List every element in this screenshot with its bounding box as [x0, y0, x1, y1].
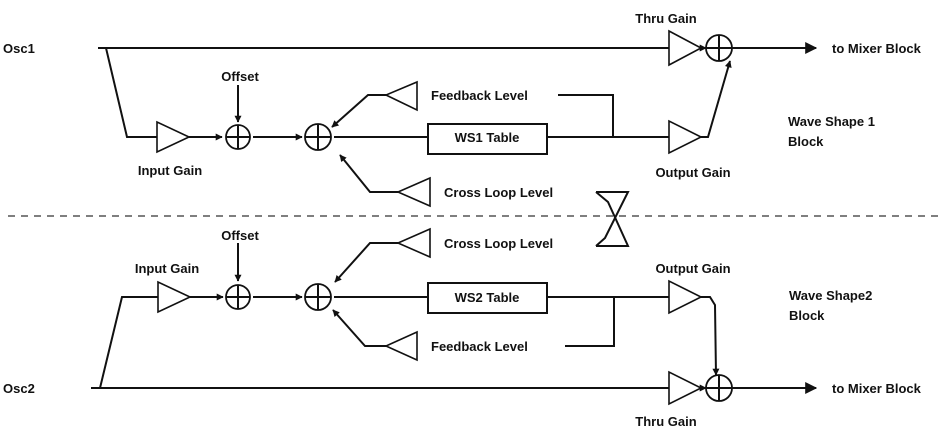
osc2-label: Osc2	[3, 381, 35, 396]
feedback-level-2-label: Feedback Level	[431, 339, 528, 354]
thru-gain-2-triangle	[668, 370, 703, 406]
output-gain-2-label: Output Gain	[655, 261, 730, 276]
output-sum-1-icon	[705, 34, 733, 62]
osc2-to-input-gain-line	[99, 296, 158, 389]
output-gain-1-label: Output Gain	[655, 165, 730, 180]
offset-sum-1-icon	[225, 124, 251, 150]
feedback-level-1-triangle	[384, 80, 418, 112]
cross-loop-level-1-label: Cross Loop Level	[444, 185, 553, 200]
block-name-2-line1: Wave Shape2	[789, 288, 872, 303]
cross-loop-level-1-triangle	[396, 176, 431, 208]
osc1-label: Osc1	[3, 41, 35, 56]
block-name-2-line2: Block	[789, 308, 825, 323]
output-gain-2-triangle	[668, 279, 703, 315]
input-gain-1-triangle	[156, 120, 191, 154]
cross-loop-1-return	[339, 154, 398, 193]
output-sum-2-icon	[705, 374, 733, 402]
cross-loop-2-return	[334, 242, 398, 283]
cross-loop-2-wire	[595, 191, 630, 247]
ws2-table-box	[427, 282, 548, 314]
block-name-1-line2: Block	[788, 134, 824, 149]
ws1-table-label: WS1 Table	[455, 130, 520, 145]
osc1-to-input-gain-line	[105, 47, 157, 138]
feedback-level-1-label: Feedback Level	[431, 88, 528, 103]
offset-sum-2-icon	[225, 284, 251, 310]
feedback-sum-1-icon	[304, 123, 332, 151]
cross-loop-level-2-triangle	[396, 227, 431, 259]
output-gain-2-to-output-sum	[701, 296, 720, 376]
feedback-level-2-triangle	[384, 330, 418, 362]
offset-1-label: Offset	[221, 69, 259, 84]
thru-gain-1-triangle	[668, 29, 703, 67]
offset-2-label: Offset	[221, 228, 259, 243]
block-name-1-line1: Wave Shape 1	[788, 114, 875, 129]
feedback-sum-2-icon	[304, 283, 332, 311]
output-gain-1-triangle	[668, 119, 703, 155]
thru-gain-1-label: Thru Gain	[635, 11, 696, 26]
wave-shape-1-block: Osc1 Thru Gain to Mixer Block Offset Fee…	[3, 11, 922, 247]
wave-shape-2-block: Offset Cross Loop Level Input Gain Outpu…	[3, 191, 922, 429]
output-gain-1-to-output-sum	[701, 60, 732, 138]
input-gain-2-label: Input Gain	[135, 261, 199, 276]
feedback-1-loop	[558, 94, 614, 137]
input-gain-1-label: Input Gain	[138, 163, 202, 178]
cross-loop-level-2-label: Cross Loop Level	[444, 236, 553, 251]
ws1-table-box	[427, 123, 548, 155]
thru-gain-2-label: Thru Gain	[635, 414, 696, 429]
feedback-2-loop	[565, 297, 615, 347]
cross-loop-1-wire	[595, 191, 630, 247]
ws2-table-label: WS2 Table	[455, 290, 520, 305]
input-gain-2-triangle	[157, 280, 192, 314]
to-mixer-1-label: to Mixer Block	[832, 41, 922, 56]
to-mixer-2-label: to Mixer Block	[832, 381, 922, 396]
